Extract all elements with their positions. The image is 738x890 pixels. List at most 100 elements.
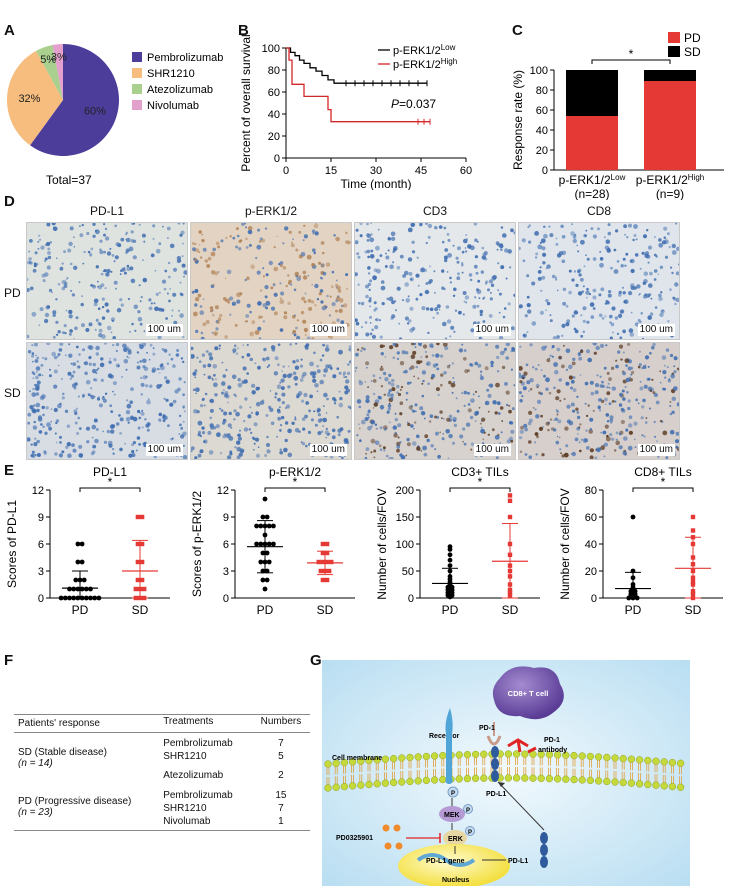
lipid-head: [676, 783, 685, 791]
data-point: [324, 577, 330, 583]
mek-label: MEK: [444, 812, 460, 819]
p-label-1: P: [451, 791, 455, 797]
lipid-head: [348, 758, 357, 766]
lipid-head: [471, 750, 480, 759]
x-tick-label: 15: [325, 165, 337, 177]
lipid-head: [373, 756, 381, 764]
data-point: [88, 586, 93, 592]
y-tick-label: 12: [217, 485, 229, 497]
panel-label-a: A: [4, 22, 15, 39]
lipid-head: [521, 774, 529, 782]
ihc-texture: [519, 343, 679, 459]
ihc-image: 100 um: [190, 342, 352, 460]
y-tick-label: 0: [408, 593, 414, 605]
legend-swatch: [132, 68, 142, 78]
data-point: [320, 577, 326, 583]
lipid-head: [562, 751, 570, 759]
significance-star: *: [629, 47, 634, 61]
data-point: [264, 568, 270, 574]
panel-label-d: D: [4, 193, 15, 210]
data-point: [75, 559, 81, 565]
ihc-image: 100 um: [518, 222, 680, 340]
erk-node: [443, 830, 467, 846]
pie-slice-label: 3%: [51, 52, 67, 64]
x-tick-label: SD: [685, 603, 702, 617]
lipid-head: [586, 776, 595, 785]
lipid-head: [504, 774, 513, 782]
data-point: [58, 595, 64, 601]
treatment-cell: SHR1210: [163, 751, 207, 762]
y-tick-label: 200: [396, 485, 414, 497]
y-tick-label: 80: [536, 85, 548, 97]
pdl1-label-cytoplasm: PD-L1: [508, 858, 528, 865]
phospho-mek: [463, 804, 473, 814]
lipid-head: [463, 750, 472, 759]
legend-swatch: [668, 46, 680, 57]
lipid-head: [644, 756, 652, 765]
y-axis-label: Number of cells/FOV: [558, 488, 572, 599]
lipid-head: [324, 760, 332, 768]
data-point: [139, 541, 145, 547]
lipid-head: [578, 752, 586, 760]
lipid-head: [586, 752, 595, 761]
treatment-cell: SHR1210: [163, 803, 207, 814]
lipid-head: [365, 780, 373, 789]
significance-bracket: [591, 59, 671, 64]
data-point: [507, 514, 513, 520]
bar-segment: [644, 70, 696, 81]
group-label-pd: PD (Progressive disease): [18, 796, 132, 807]
lipid-head: [324, 784, 332, 792]
ihc-texture: [355, 223, 515, 339]
data-point: [135, 541, 141, 547]
treatment-cell: Pembrolizumab: [163, 738, 233, 749]
treatment-cell: Nivolumab: [163, 816, 211, 827]
pdl1-membrane: [491, 746, 499, 782]
lipid-head: [562, 775, 570, 783]
lipid-head: [627, 755, 636, 763]
lipid-head: [406, 753, 414, 762]
data-point: [79, 559, 85, 565]
data-point: [260, 577, 266, 583]
pie-caption: Total=37: [46, 173, 92, 187]
lipid-head: [652, 757, 660, 765]
legend-entry: Pembrolizumab: [147, 52, 223, 64]
ihc-row-label-pd: PD: [4, 286, 21, 300]
data-point: [135, 559, 141, 565]
legend-swatch: [132, 52, 142, 62]
data-point: [260, 514, 266, 520]
lipid-head: [545, 774, 554, 783]
data-point: [79, 541, 85, 547]
number-cell: 7: [278, 803, 284, 814]
data-point: [266, 523, 272, 529]
phospho-erk: [465, 826, 475, 836]
significance-bracket: [264, 487, 326, 492]
lipid-head: [644, 780, 652, 789]
y-tick-label: 20: [536, 145, 548, 157]
scale-bar-label: 100 um: [637, 324, 675, 336]
lipid-head: [603, 753, 611, 762]
cd8-t-cell: [492, 666, 564, 720]
erk-label: ERK: [448, 836, 463, 843]
x-tick-label: PD: [625, 603, 642, 617]
x-tick-label: PD: [442, 603, 459, 617]
lipid-head: [537, 750, 545, 759]
bar-segment: [566, 116, 618, 170]
lipid-head: [414, 777, 422, 785]
lipid-head: [332, 759, 340, 767]
y-axis-label: Number of cells/FOV: [375, 488, 389, 599]
number-cell: 7: [278, 738, 284, 749]
data-point: [92, 595, 98, 601]
lipid-head: [480, 750, 488, 758]
ihc-texture: [355, 343, 515, 459]
data-point: [75, 541, 81, 547]
scale-bar-label: 100 um: [145, 444, 183, 456]
x-tick-label: PD: [257, 603, 274, 617]
legend-swatch: [668, 32, 680, 43]
lipid-head: [398, 778, 406, 786]
lipid-head: [398, 754, 406, 762]
y-axis-label: Percent of overall survival: [239, 34, 253, 171]
panel-label-f: F: [4, 652, 14, 669]
